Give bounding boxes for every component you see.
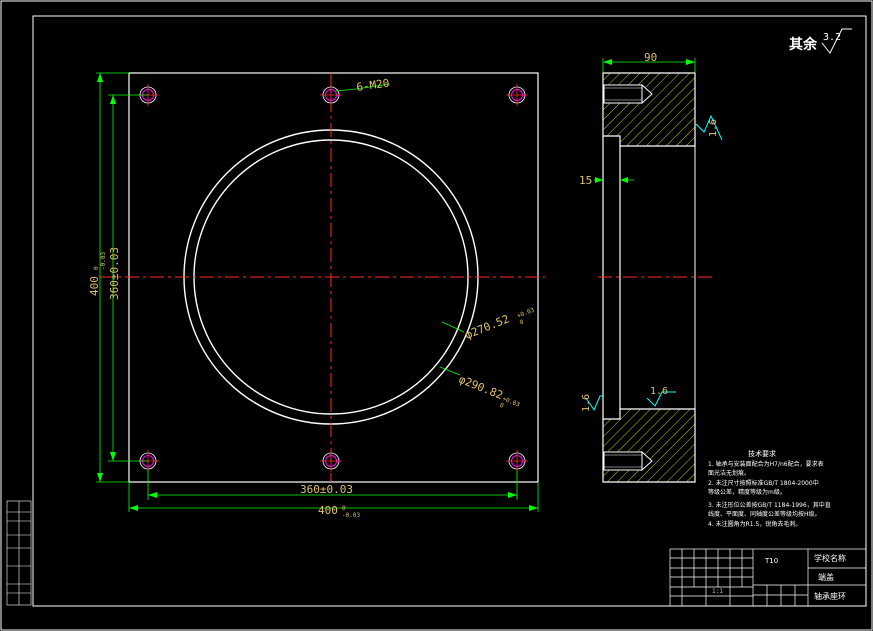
scale-label: 1:1 [712, 588, 723, 595]
general-roughness: 其余 3.2 [789, 28, 852, 54]
tech-line: 线度、平面度、同轴度公差等级均按H级。 [708, 510, 821, 518]
rough-1-label: 1.6 [708, 119, 719, 137]
tapped-holes [137, 84, 528, 472]
tech-title: 技术要求 [748, 449, 776, 458]
tech-line: 2. 未注尺寸按照标准GB/T 1804-2000中 [708, 479, 819, 487]
height-outer-tol: 0-0.03 [93, 252, 107, 270]
tech-line: 面光洁无划痕。 [708, 469, 750, 477]
side-width-label: 90 [644, 51, 657, 64]
inner-frame [32, 15, 867, 607]
dia-outer-label: φ290.82 [457, 373, 505, 402]
tech-requirements: 技术要求 1. 轴承与安装面配合为H7/n6配合，要求表 面光洁无划痕。 2. … [708, 449, 831, 528]
roughness-value: 3.2 [823, 32, 841, 43]
rough-2-label: 1.6 [581, 394, 592, 412]
top-section [602, 72, 696, 147]
height-inner-label: 360±0.03 [108, 247, 121, 300]
material-label: T10 [764, 557, 778, 565]
tech-line: 等级公差，精度等级为m级。 [708, 488, 786, 496]
tapped-hole [320, 450, 342, 472]
tech-line: 4. 未注圆角为R1.5，锐角去毛刺。 [708, 520, 801, 528]
width-inner-label: 360±0.03 [300, 483, 353, 496]
width-outer-tol: 0-0.03 [342, 505, 360, 519]
front-view: 6-M20 φ270.52 +0.030 φ290.82 +0.030 400 … [88, 72, 545, 519]
bottom-section [602, 408, 696, 483]
vertical-dimensions [96, 72, 148, 483]
tapped-hole [506, 84, 528, 106]
side-view: 90 15 1.6 1.6 1.6 [579, 51, 723, 483]
roughness-symbols [585, 114, 723, 412]
tapped-hole [320, 84, 342, 106]
dia-outer-tol: +0.030 [499, 395, 521, 415]
tech-line: 1. 轴承与安装面配合为H7/n6配合，要求表 [708, 460, 824, 468]
side-step-label: 15 [579, 174, 592, 187]
horizontal-dimensions [128, 470, 539, 512]
roughness-rest-label: 其余 [789, 36, 818, 53]
height-outer-label: 400 [88, 276, 101, 296]
dia-inner-tol: +0.030 [516, 306, 538, 326]
binding-strip [6, 500, 32, 606]
width-outer-label: 400 [318, 504, 338, 517]
title-block: T10 学校名称 端盖 轴承座环 1:1 [669, 548, 867, 607]
part-name-label: 轴承座环 [814, 591, 846, 601]
holes-label: 6-M20 [356, 76, 391, 93]
drawing-name-label: 端盖 [818, 572, 834, 582]
tech-line: 3. 未注形位公差按GB/T 1184-1996，其中直 [708, 501, 831, 509]
tapped-hole [506, 450, 528, 472]
rough-3-label: 1.6 [650, 386, 668, 397]
school-label: 学校名称 [814, 553, 846, 563]
dia-inner-label: φ270.52 [463, 312, 511, 341]
